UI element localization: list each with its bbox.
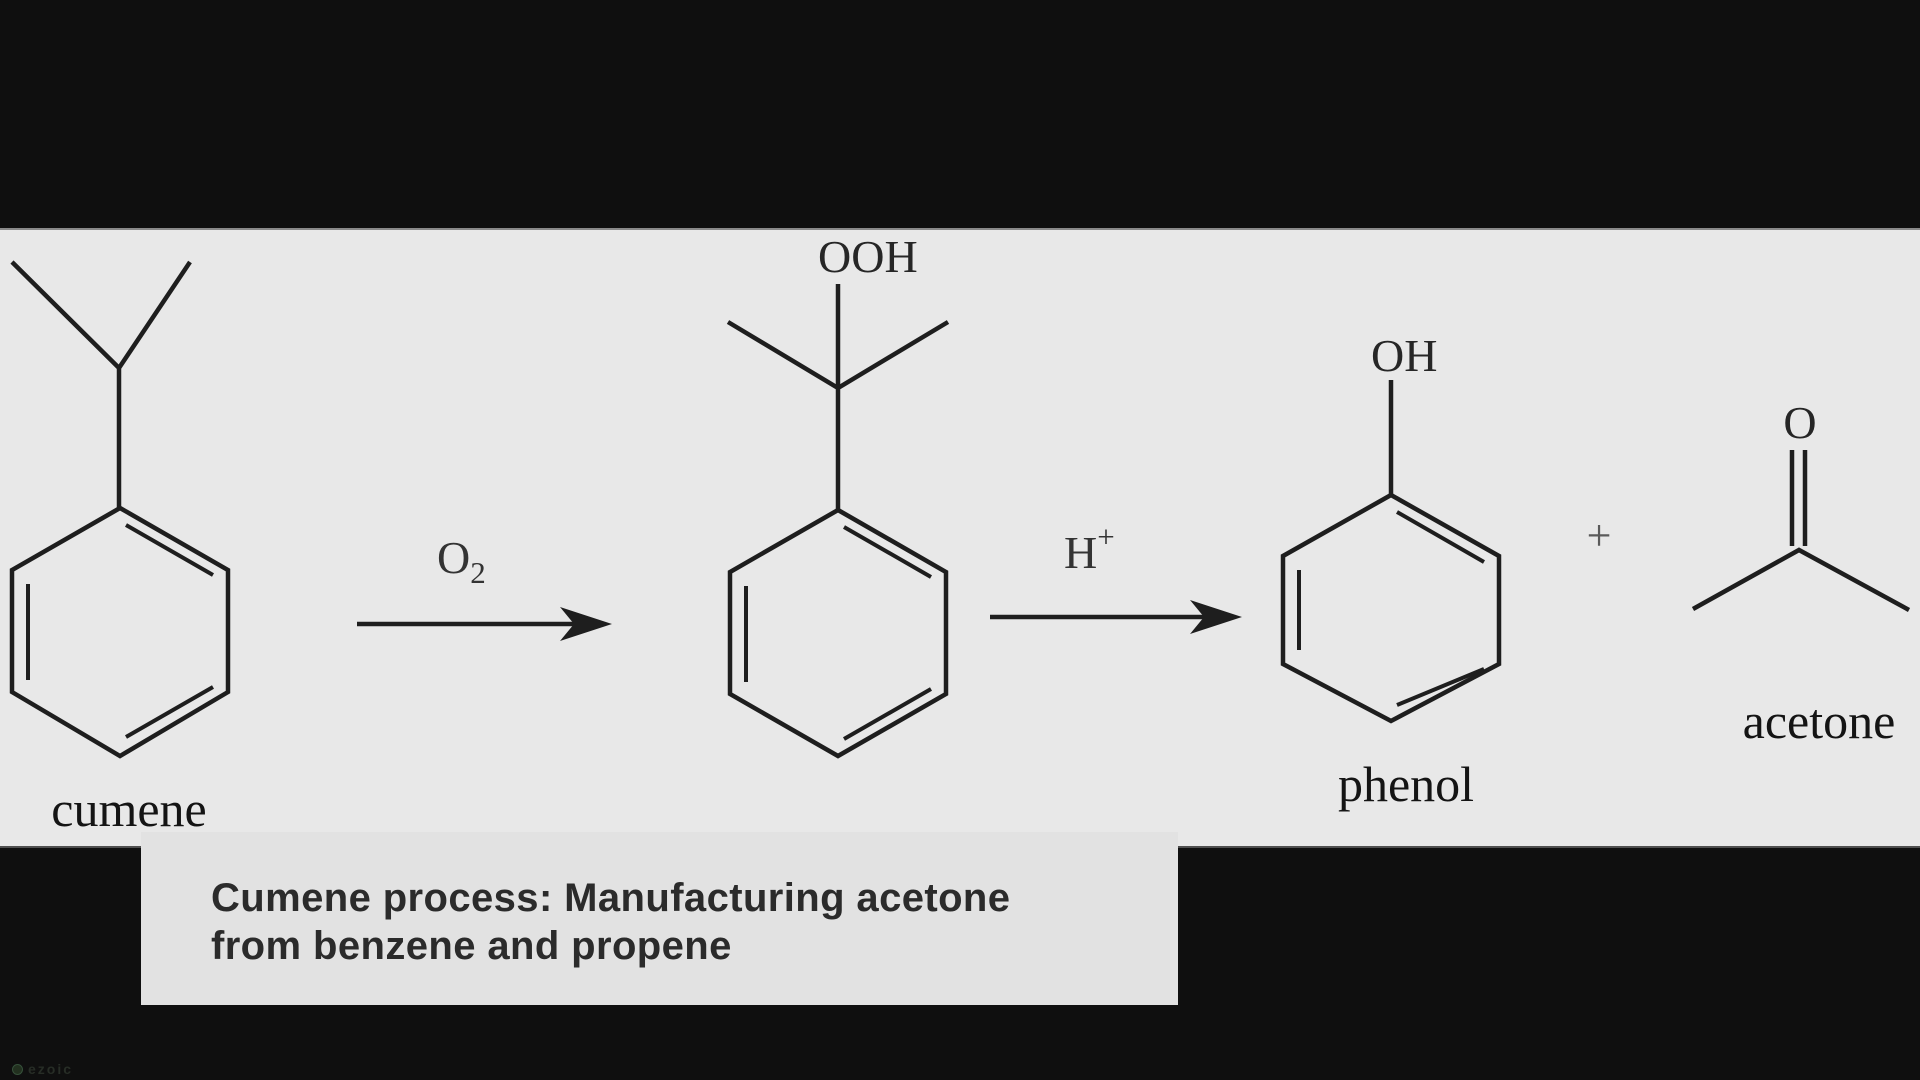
caption-box: Cumene process: Manufacturing acetone fr…	[141, 832, 1178, 1005]
ezoic-watermark: ezoic	[12, 1061, 73, 1077]
ezoic-icon	[12, 1063, 23, 1075]
caption-line-2: from benzene and propene	[211, 924, 732, 968]
diagram-panel	[0, 228, 1920, 848]
ezoic-label: ezoic	[28, 1061, 74, 1077]
caption-line-1: Cumene process: Manufacturing acetone	[211, 876, 1011, 920]
